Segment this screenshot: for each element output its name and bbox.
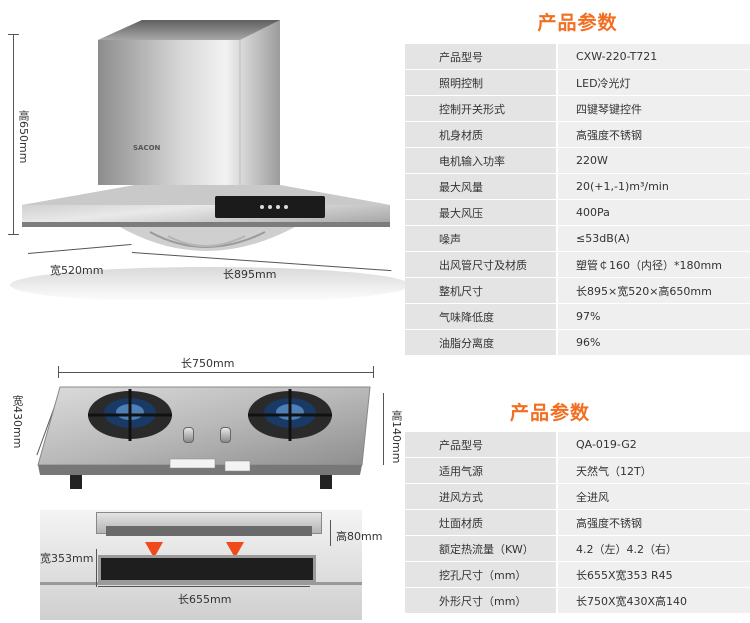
stove-spec-value: QA-019-G2 — [556, 432, 750, 458]
stove-spec-key: 灶面材质 — [405, 509, 557, 536]
hood-spec-value: 20(+1,-1)m³/min — [556, 173, 750, 200]
hood-spec-value: 220W — [556, 147, 750, 174]
hood-brand-logo: SACON — [133, 144, 161, 152]
stove-length-cap-left — [58, 366, 59, 378]
stove-length-label: 长750mm — [181, 357, 235, 370]
stove-body-shadow — [106, 526, 312, 536]
stove-spec-row: 进风方式全进风 — [405, 483, 750, 510]
hood-spec-value: CXW-220-T721 — [556, 44, 750, 70]
stove-spec-row: 额定热流量（KW）4.2（左）4.2（右） — [405, 535, 750, 562]
stove-height-label: 高140mm — [390, 410, 403, 464]
hood-height-label: 高650mm — [17, 110, 30, 164]
right-knob-icon — [220, 427, 231, 443]
hood-depth-label: 宽520mm — [50, 264, 104, 277]
hood-spec-value: 塑管￠160（内径）*180mm — [556, 251, 750, 278]
stove-spec-value: 天然气（12T） — [556, 457, 750, 484]
gas-stove-illustration — [30, 375, 380, 500]
hood-spec-title: 产品参数 — [537, 12, 618, 34]
hood-spec-key: 最大风压 — [405, 199, 557, 226]
hood-spec-row: 控制开关形式四键琴键控件 — [405, 95, 750, 122]
hood-spec-value: 长895×宽520×高650mm — [556, 277, 750, 304]
hood-spec-key: 机身材质 — [405, 121, 557, 148]
insert-arrow-left-icon — [145, 542, 163, 558]
stove-spec-key: 外形尺寸（mm） — [405, 587, 557, 614]
hood-spec-key: 最大风量 — [405, 173, 557, 200]
cutout-hole — [98, 555, 316, 583]
gas-stove-image — [37, 386, 371, 489]
hood-spec-row: 噪声≤53dB(A) — [405, 225, 750, 252]
hood-spec-value: LED冷光灯 — [556, 69, 750, 96]
hood-spec-value: 96% — [556, 329, 750, 356]
hood-spec-key: 油脂分离度 — [405, 329, 557, 356]
hood-spec-key: 噪声 — [405, 225, 557, 252]
insert-arrow-right-icon — [226, 542, 244, 558]
stove-spec-key: 挖孔尺寸（mm） — [405, 561, 557, 588]
left-knob-icon — [183, 427, 194, 443]
hood-height-dim-cap-top — [8, 34, 19, 35]
hood-height-dim-line — [13, 34, 14, 234]
hood-spec-key: 控制开关形式 — [405, 95, 557, 122]
stove-spec-row: 外形尺寸（mm）长750X宽430X高140 — [405, 587, 750, 614]
stove-height-dim-line — [383, 393, 384, 465]
cutout-width-label: 宽353mm — [40, 552, 94, 565]
hood-spec-row: 整机尺寸长895×宽520×高650mm — [405, 277, 750, 304]
stove-spec-value: 4.2（左）4.2（右） — [556, 535, 750, 562]
stove-spec-key: 适用气源 — [405, 457, 557, 484]
stove-spec-key: 进风方式 — [405, 483, 557, 510]
stove-width-label: 宽430mm — [11, 395, 24, 449]
stove-spec-key: 产品型号 — [405, 432, 557, 458]
hood-spec-row: 出风管尺寸及材质塑管￠160（内径）*180mm — [405, 251, 750, 278]
stove-spec-value: 高强度不锈钢 — [556, 509, 750, 536]
cutout-height-label: 高80mm — [336, 530, 383, 543]
stove-spec-row: 适用气源天然气（12T） — [405, 457, 750, 484]
stove-spec-value: 长750X宽430X高140 — [556, 587, 750, 614]
hood-spec-key: 产品型号 — [405, 44, 557, 70]
stove-length-cap-right — [373, 366, 374, 378]
hood-length-label: 长895mm — [223, 268, 277, 281]
stove-spec-value: 全进风 — [556, 483, 750, 510]
hood-spec-row: 机身材质高强度不锈钢 — [405, 121, 750, 148]
stove-spec-row: 灶面材质高强度不锈钢 — [405, 509, 750, 536]
hood-spec-key: 照明控制 — [405, 69, 557, 96]
hood-spec-value: 高强度不锈钢 — [556, 121, 750, 148]
hood-spec-value: 97% — [556, 303, 750, 330]
hood-spec-key: 出风管尺寸及材质 — [405, 251, 557, 278]
hood-spec-value: 四键琴键控件 — [556, 95, 750, 122]
stove-spec-value: 长655X宽353 R45 — [556, 561, 750, 588]
stove-spec-row: 挖孔尺寸（mm）长655X宽353 R45 — [405, 561, 750, 588]
range-hood-image — [10, 20, 410, 303]
cutout-height-dim-line — [330, 520, 331, 546]
stove-length-dim-line — [58, 372, 374, 373]
stove-spec-key: 额定热流量（KW） — [405, 535, 557, 562]
cutout-length-dim-line — [98, 586, 310, 587]
hood-spec-value: 400Pa — [556, 199, 750, 226]
countertop-edge — [40, 582, 362, 585]
cutout-width-dim-line — [96, 549, 97, 587]
hood-spec-value: ≤53dB(A) — [556, 225, 750, 252]
range-hood-illustration: SACON — [0, 0, 410, 303]
cutout-length-label: 长655mm — [178, 593, 232, 606]
hood-height-dim-cap-bottom — [8, 234, 19, 235]
hood-spec-key: 电机输入功率 — [405, 147, 557, 174]
hood-spec-key: 气味降低度 — [405, 303, 557, 330]
stove-spec-title: 产品参数 — [509, 402, 590, 424]
hood-spec-key: 整机尺寸 — [405, 277, 557, 304]
